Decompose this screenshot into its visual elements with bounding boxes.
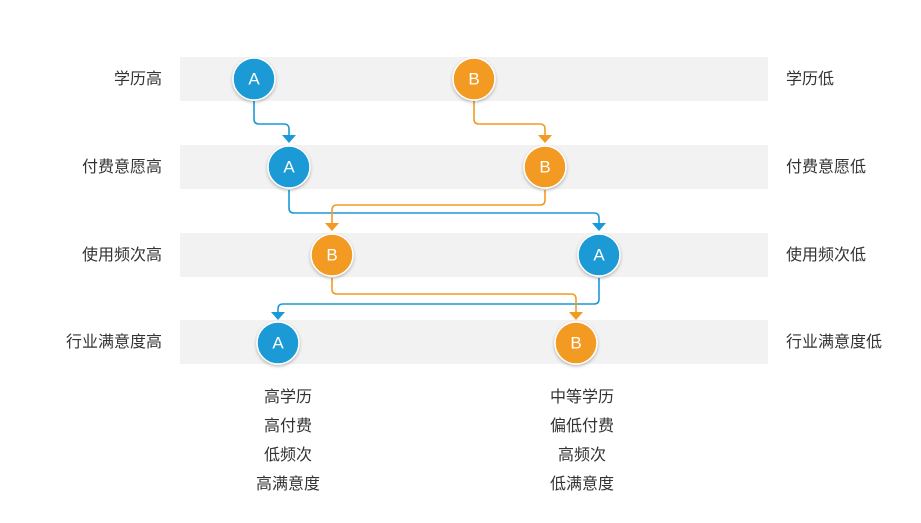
profile-a-line: 高满意度 <box>255 474 320 493</box>
connector-b-row3-to-row4 <box>331 278 577 313</box>
row-label-left-usage-frequency: 使用频次高 <box>81 245 162 264</box>
node-a-circle <box>577 233 621 277</box>
profile-b-line: 中等学历 <box>549 387 614 406</box>
node-b-letter: B <box>326 246 337 265</box>
path-b-connectors <box>331 101 577 313</box>
profile-b-line: 偏低付费 <box>549 416 614 435</box>
row-label-left-willingness-to-pay: 付费意愿高 <box>81 157 162 176</box>
node-b-circle <box>452 57 496 101</box>
node-a-circle <box>232 57 276 101</box>
node-a-letter: A <box>593 246 605 265</box>
arrowhead-a-row3 <box>592 223 606 231</box>
node-a-letter: A <box>248 70 260 89</box>
node-b-circle <box>554 321 598 365</box>
node-b-row4: B <box>554 321 598 365</box>
profile-a-line: 高学历 <box>263 387 312 406</box>
node-b-row1: B <box>452 57 496 101</box>
connector-b-row2-to-row3 <box>331 190 546 224</box>
connector-b-row1-to-row2 <box>473 101 546 136</box>
node-a-circle <box>256 321 300 365</box>
node-a-letter: A <box>283 158 295 177</box>
node-b-letter: B <box>570 334 581 353</box>
profile-b-line: 高频次 <box>557 445 606 464</box>
node-b-circle <box>523 145 567 189</box>
arrowhead-b-row2 <box>538 135 552 143</box>
arrowhead-a-row4 <box>271 312 285 320</box>
row-band-usage-frequency <box>180 233 768 277</box>
connector-a-row2-to-row3 <box>288 190 600 224</box>
arrowhead-b-row3 <box>325 223 339 231</box>
arrowhead-b-row4 <box>569 312 583 320</box>
node-b-letter: B <box>468 70 479 89</box>
node-a-circle <box>267 145 311 189</box>
row-label-right-usage-frequency: 使用频次低 <box>786 245 867 264</box>
row-label-right-willingness-to-pay: 付费意愿低 <box>786 157 867 176</box>
profile-b-line: 低满意度 <box>549 474 614 493</box>
row-label-right-education: 学历低 <box>786 69 835 88</box>
profile-a: 高学历 高付费 低频次 高满意度 <box>208 382 368 498</box>
path-a-connectors <box>253 101 600 313</box>
node-b-letter: B <box>539 158 550 177</box>
node-b-circle <box>310 233 354 277</box>
row-label-right-industry-satisfaction: 行业满意度低 <box>786 332 883 351</box>
node-b-row3: B <box>310 233 354 277</box>
node-a-letter: A <box>272 334 284 353</box>
node-a-row3: A <box>577 233 621 277</box>
profile-a-line: 高付费 <box>263 416 312 435</box>
node-a-row2: A <box>267 145 311 189</box>
arrowhead-a-row2 <box>282 135 296 143</box>
profile-b: 中等学历 偏低付费 高频次 低满意度 <box>502 382 662 498</box>
node-b-row2: B <box>523 145 567 189</box>
node-a-row1: A <box>232 57 276 101</box>
profile-a-line: 低频次 <box>263 445 312 464</box>
row-label-left-industry-satisfaction: 行业满意度高 <box>65 332 162 351</box>
node-a-row4: A <box>256 321 300 365</box>
row-label-left-education: 学历高 <box>113 69 162 88</box>
connector-a-row1-to-row2 <box>253 101 290 136</box>
connector-a-row3-to-row4 <box>277 278 600 313</box>
